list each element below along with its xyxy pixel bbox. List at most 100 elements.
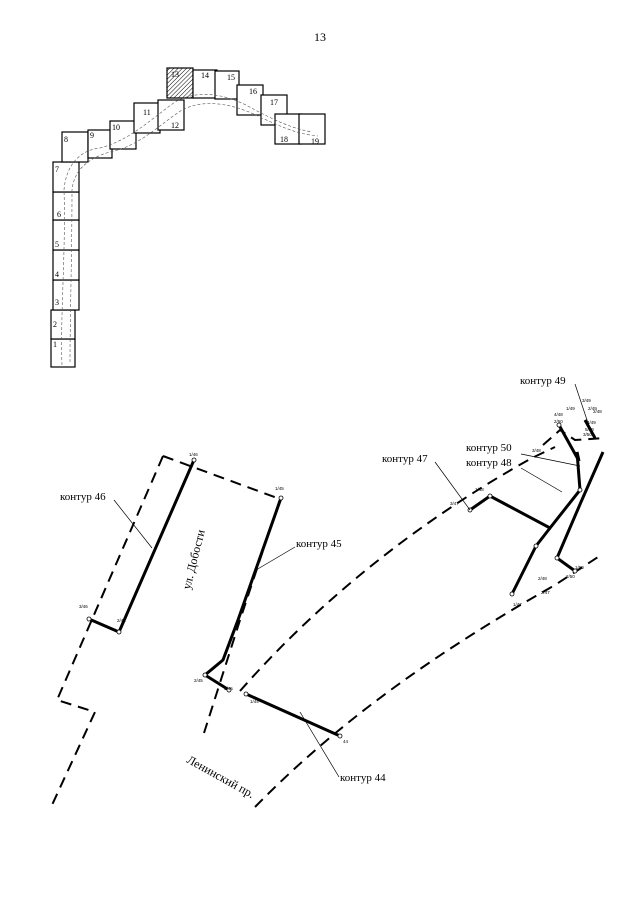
- node-3-45: [226, 687, 232, 693]
- sheet-label-7: 7: [55, 165, 59, 174]
- sheet-9: [87, 129, 113, 159]
- sheet-label-1: 1: [53, 340, 57, 349]
- leader-50: [520, 453, 581, 467]
- label-contour-45: контур 45: [296, 538, 342, 550]
- sheet-label-14: 14: [201, 71, 209, 80]
- pt-2-45: 2/45: [194, 678, 203, 683]
- node-3-46: [86, 616, 92, 622]
- sheet-label-6: 6: [57, 210, 61, 219]
- sheet-label-19: 19: [311, 137, 319, 146]
- node-44: [337, 733, 343, 739]
- boundary-left: [162, 455, 282, 734]
- node-2-45: [202, 672, 208, 678]
- pt-2-48b: 2/48: [593, 409, 602, 414]
- pipe-48: [510, 527, 552, 595]
- leader-49: [574, 383, 589, 424]
- leader-44: [299, 711, 340, 778]
- street-leninsky: Ленинский пр.: [185, 752, 257, 801]
- pt-3-50: 3/50: [583, 432, 592, 437]
- pipe-49b: [583, 419, 597, 439]
- sheet-label-8: 8: [64, 135, 68, 144]
- pt-3-46: 3/46: [79, 604, 88, 609]
- pt-3-47: 3/47: [450, 501, 459, 506]
- sheet-14: [192, 69, 218, 99]
- node-3-48: [577, 487, 583, 493]
- label-contour-44: контур 44: [340, 772, 386, 784]
- pt-4-48: 4/48: [554, 412, 563, 417]
- pt-3-48: 3/48: [532, 448, 541, 453]
- pt-2-50: 2/50: [566, 574, 575, 579]
- sheet-4: [52, 249, 80, 281]
- pt-5-49: 5/49: [585, 427, 594, 432]
- sheet-label-2: 2: [53, 320, 57, 329]
- pt-1-50: 1/50: [575, 565, 584, 570]
- site-plan: контур 46 контур 45 контур 44 контур 47 …: [51, 375, 606, 808]
- pipe-45: [202, 497, 283, 692]
- boundary-left-outer: [51, 455, 164, 806]
- leader-45: [255, 546, 296, 571]
- sheet-label-11: 11: [143, 108, 151, 117]
- sheet-index-map: 1 2 3 4 5 6 7 8 9 10 11 12 13 14 15 16 1…: [50, 67, 326, 368]
- sheet-label-13: 13: [171, 70, 179, 79]
- street-trace-2: [69, 103, 319, 363]
- pt-3-45: 3/45: [224, 686, 233, 691]
- label-contour-50: контур 50: [466, 442, 512, 454]
- pipe-50: [555, 451, 605, 573]
- pt-1-46: 1/46: [189, 452, 198, 457]
- sheet-label-10: 10: [112, 123, 120, 132]
- pt-3-49: 3/49: [582, 398, 591, 403]
- boundary-arc-upper: [239, 446, 556, 692]
- pt-1-44: 1/44: [250, 699, 259, 704]
- node-1-47: [509, 591, 515, 597]
- pt-2-47: 2/47: [541, 590, 550, 595]
- pt-2-49: 2/49: [588, 406, 597, 411]
- sheet-label-18: 18: [280, 135, 288, 144]
- label-contour-49: контур 49: [520, 375, 566, 387]
- leader-48: [520, 467, 563, 493]
- node-1-44: [243, 691, 249, 697]
- node-4-48: [556, 422, 562, 428]
- pt-2-48: 2/48: [538, 576, 547, 581]
- street-trace: [61, 94, 313, 366]
- pt-2-50b: 2/50: [554, 419, 563, 424]
- sheet-label-5: 5: [55, 240, 59, 249]
- leader-47: [434, 461, 471, 511]
- pt-44: 44: [343, 739, 349, 744]
- sheet-11: [133, 102, 161, 134]
- node-1-48: [487, 493, 493, 499]
- label-contour-47: контур 47: [382, 453, 428, 465]
- label-contour-46: контур 46: [60, 491, 106, 503]
- pt-1-48: 1/48: [475, 487, 484, 492]
- sheet-label-3: 3: [55, 298, 59, 307]
- node-1-46: [191, 457, 197, 463]
- label-contour-48: контур 48: [466, 457, 512, 469]
- sheet-label-16: 16: [249, 87, 257, 96]
- sheet-label-12: 12: [171, 121, 179, 130]
- sheet-3: [52, 279, 80, 311]
- street-dobosti: ул. Добости: [179, 528, 207, 591]
- node-2-50: [554, 555, 560, 561]
- leader-46: [113, 499, 153, 549]
- sheet-13: [166, 67, 194, 99]
- node-2-48: [533, 543, 539, 549]
- page-number: 13: [314, 30, 326, 44]
- pt-2-46: 2/46: [117, 618, 126, 623]
- sheet-label-17: 17: [270, 98, 278, 107]
- node-1-50: [572, 568, 578, 574]
- sheet-19: [298, 113, 326, 145]
- sheet-12: [157, 99, 185, 131]
- pipe-46: [88, 459, 196, 634]
- node-1-45: [278, 495, 284, 501]
- sheet-label-4: 4: [55, 270, 59, 279]
- sheet-label-9: 9: [90, 131, 94, 140]
- pt-1-45: 1/45: [275, 486, 284, 491]
- pt-1-47: 1/47: [513, 602, 522, 607]
- sheet-6: [52, 191, 80, 221]
- pt-1-49: 1/49: [566, 406, 575, 411]
- boundary-right-top: [542, 428, 606, 446]
- sheet-label-15: 15: [227, 73, 235, 82]
- pt-4-49: 4/49: [587, 420, 596, 425]
- pipe-44: [245, 692, 341, 738]
- sheet-15: [214, 70, 240, 100]
